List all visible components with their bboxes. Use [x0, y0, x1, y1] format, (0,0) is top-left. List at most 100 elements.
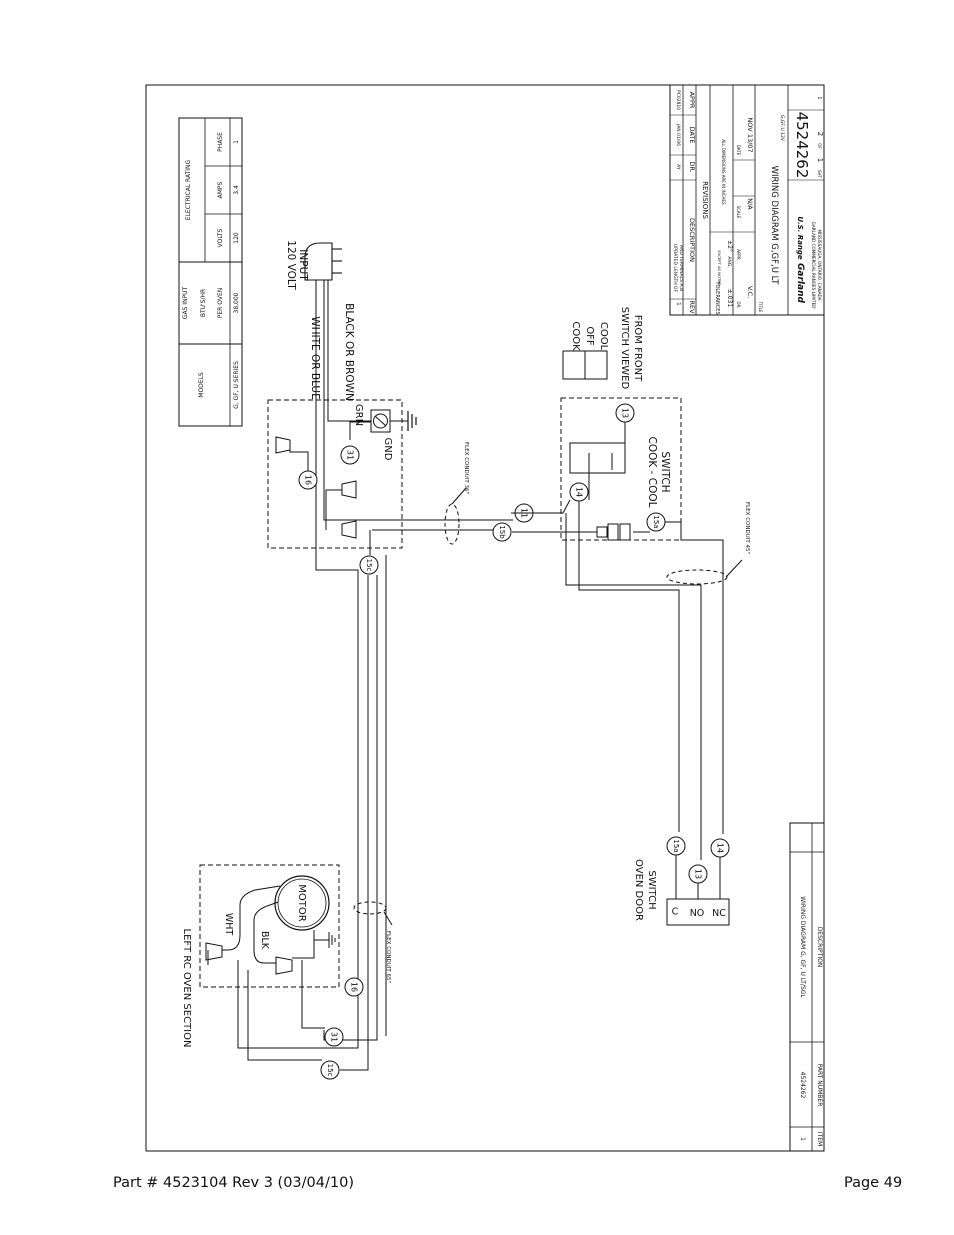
ang-label: ANG. [726, 256, 732, 267]
terminal-31-motor [324, 1027, 344, 1047]
switch-viewed-line1: SWITCH VIEWED [619, 307, 630, 390]
terminal-15b [492, 522, 512, 542]
terminal-15c-motor-label: 15c [326, 1064, 334, 1077]
parts-partnumber-header: PART NUMBER [816, 1064, 823, 1107]
tolerances-except: EXCEPT AS NOTED [717, 250, 722, 285]
garland-logo: Garland [795, 263, 805, 303]
tolerance-value: ±.031 [726, 289, 733, 308]
scale-label: SCALE [736, 206, 741, 219]
terminal-15c-top [359, 555, 379, 575]
flex-conduit-65-leader [383, 911, 393, 926]
terminal-15c-motor [320, 1060, 340, 1080]
terminal-16-motor [344, 977, 364, 997]
input-label-line1: 120 VOLT [285, 240, 297, 290]
cook-cool-label-line2: SWITCH [659, 451, 671, 492]
per-oven-header: PER OVEN [217, 288, 224, 319]
dr-value: V.C. [746, 286, 754, 298]
models-header: MODELS [198, 372, 205, 398]
terminal-16-top [298, 470, 318, 490]
cook-cool-wiring [511, 422, 724, 860]
flex-conduit-45-sleeve [666, 569, 728, 585]
gas-input-header: GAS INPUT [182, 286, 189, 319]
terminal-15b-label: 15b [498, 525, 506, 539]
rev1-desc-line1: UPDATED LENGTH OF [672, 244, 678, 293]
rev-header: REV [688, 300, 696, 314]
footer-page-number: Page 49 [844, 1175, 903, 1191]
cook-cool-switch-body [569, 442, 626, 474]
terminal-14-door-label: 14 [716, 843, 725, 853]
terminals: 16 31 15c 15b 11 14 15a 13 15a 13 14 16 … [298, 403, 730, 1080]
phase-value: 1 [233, 140, 240, 144]
blk-label: BLK [259, 931, 270, 950]
scale-value: N/A [746, 198, 754, 210]
terminal-16-top-label: 16 [304, 475, 313, 485]
footer-part-number: Part # 4523104 Rev 3 (03/04/10) [113, 1175, 354, 1191]
of-label: OF [817, 143, 822, 149]
drawing-frame [145, 84, 825, 1152]
company-line2: MISSISSAUGA, ONTARIO, CANADA [817, 230, 822, 301]
terminal-13-door-label: 13 [694, 869, 703, 879]
company-line1: GARLAND COMMERCIAL RANGES LIMITED [811, 222, 816, 309]
rev1-no: 1 [675, 302, 681, 305]
dr-label: DR. [736, 302, 741, 309]
title-block [669, 84, 825, 316]
rev1-appr: PC02810 [675, 90, 681, 110]
parts-row1-item: 1 [799, 1137, 806, 1141]
tolerances-label: TOLERANCES [714, 280, 720, 314]
terminal-16-motor-label: 16 [350, 982, 359, 992]
door-switch-nc: NC [712, 908, 726, 919]
date-value: NOV 13/07 [746, 117, 754, 152]
all-dims-note: ALL DIMENSIONS ARE IN INCHES [721, 139, 726, 205]
power-plug [304, 242, 342, 281]
inline-connector [596, 523, 631, 541]
rev1-dr: AY [675, 164, 681, 170]
flex-conduit-45-leader [725, 559, 743, 578]
amps-header: AMPS [217, 181, 224, 198]
parts-description-header: DESCRIPTION [816, 927, 823, 968]
terminal-31-motor-label: 31 [330, 1032, 339, 1042]
junction-box [267, 399, 403, 549]
date-label: DATE [736, 145, 741, 156]
date-header: DATE [688, 127, 696, 144]
left-rc-oven-label: LEFT RC OVEN SECTION [181, 929, 192, 1048]
flex-conduit-36-label: FLEX CONDUIT 36" [463, 442, 469, 494]
drawing-number: 4524262 [793, 112, 811, 179]
amps-value: 3.4 [233, 185, 240, 195]
flex-conduit-45-label: FLEX CONDUIT 45" [744, 502, 750, 554]
parts-row1-desc: WIRING DIAGRAM G, GF, U LT/SGL [799, 896, 806, 998]
cook-position-label: COOK [570, 321, 581, 351]
rev1-desc-line2: AND TERMINALS A,B [678, 245, 684, 291]
us-range-logo: U.S. Range [796, 216, 804, 260]
volts-header: VOLTS [217, 228, 224, 247]
revisions-label: REVISIONS [701, 181, 709, 219]
corner-value: 1 [816, 96, 822, 99]
terminal-13-top-label: 13 [621, 408, 630, 418]
drawing-code: G,GF,U 12V [779, 115, 785, 142]
appr-label: APPR. [736, 249, 741, 260]
volts-value: 120 [233, 232, 240, 244]
motor-wiring [207, 885, 336, 1061]
description-header: DESCRIPTION [688, 218, 696, 262]
left-rc-oven-box [199, 864, 340, 988]
cool-position-label: COOL [598, 322, 609, 351]
phase-header: PHASE [217, 132, 224, 152]
grn-label: GRN [353, 404, 364, 426]
electrical-rating-header: ELECTRICAL RATING [185, 159, 192, 220]
parts-list [789, 822, 825, 1152]
junction-connectors [275, 436, 357, 539]
flex-conduit-65-sleeve [353, 901, 387, 915]
dr-header: DR. [688, 161, 696, 172]
flex-conduit-65-label: FLEX CONDUIT 65" [385, 931, 391, 983]
gnd-label: GND [382, 438, 393, 461]
sheet-value: 1 [816, 158, 824, 162]
input-label-line2: INPUT [297, 249, 309, 281]
electrical-rating-table: MODELS G, GF, U SERIES GAS INPUT BTU'S/H… [178, 117, 243, 427]
btu-header: BTU'S/HR [200, 289, 207, 317]
terminal-15a-top-label: 15a [652, 515, 660, 528]
door-switch-no: NO [690, 908, 705, 919]
terminal-31-top-label: 31 [346, 450, 355, 460]
motor-label: MOTOR [296, 884, 307, 921]
btu-value: 38,000 [233, 292, 240, 313]
of-value: 2 [816, 132, 824, 136]
